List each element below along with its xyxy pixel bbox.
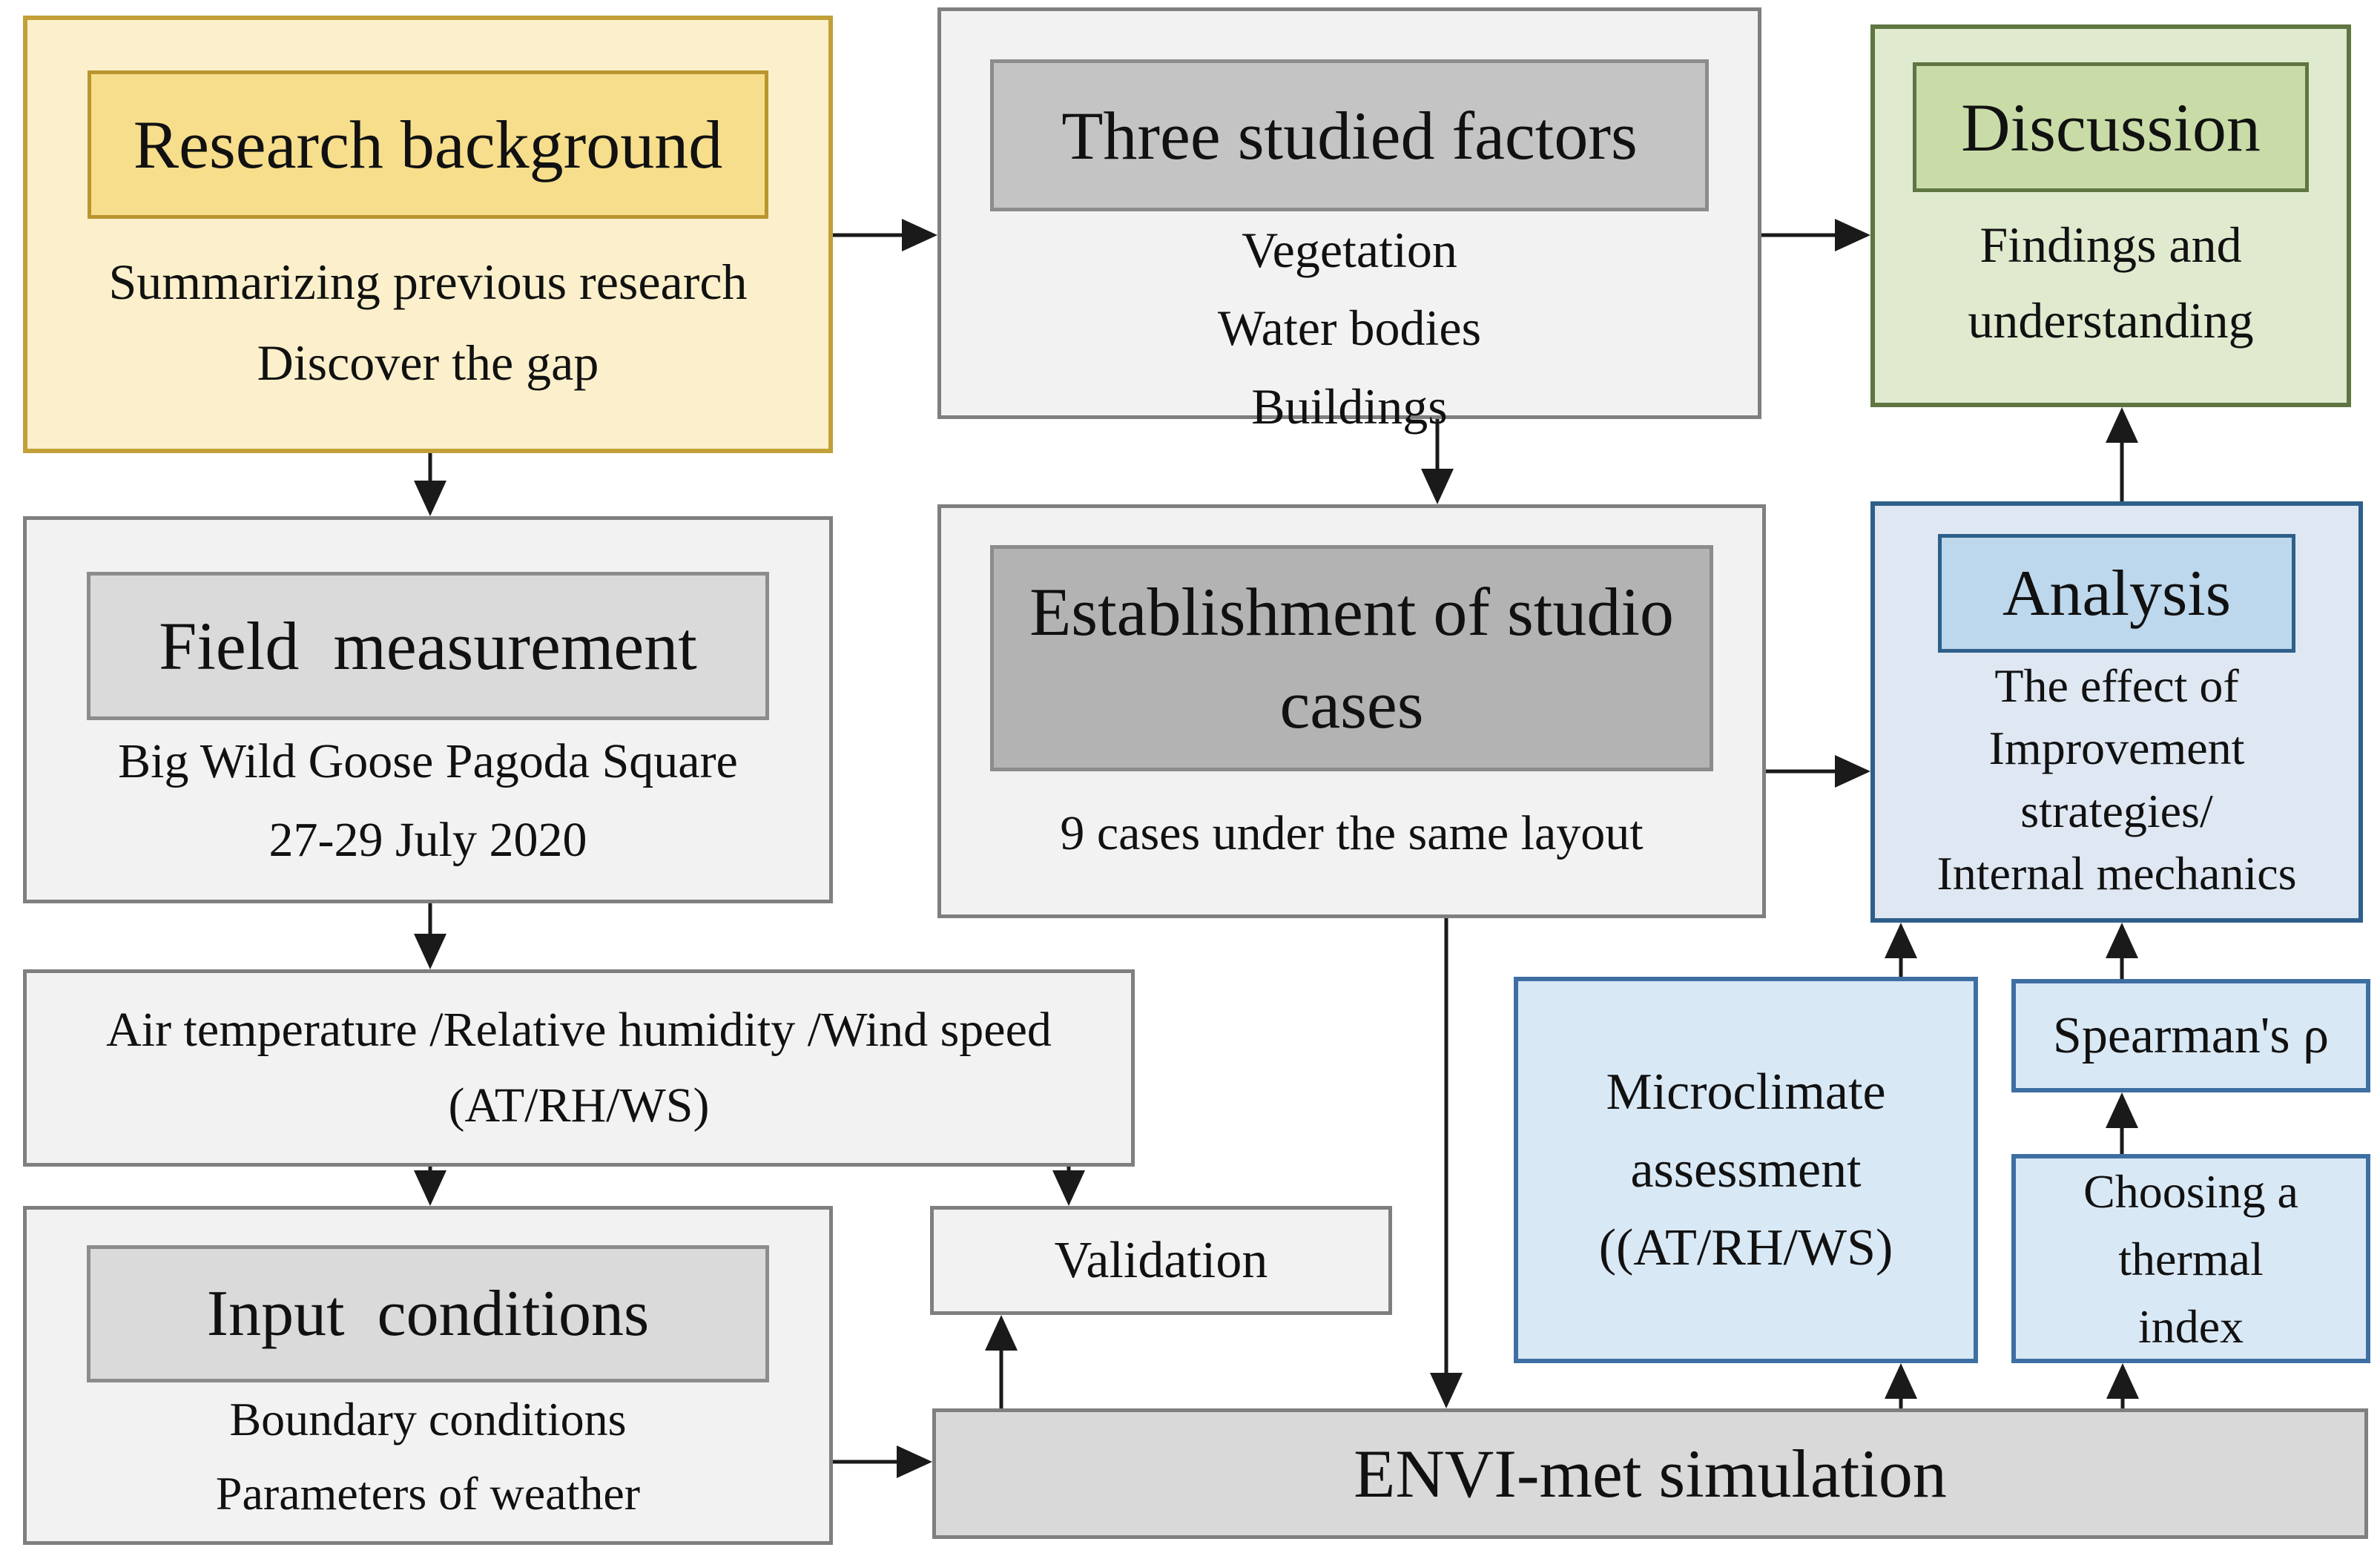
box-field-measurement-title: Field measurement: [87, 572, 769, 720]
arrow-at-rh-ws-to-input-conditions: [414, 1167, 446, 1206]
box-field-measurement: Field measurement Big Wild Goose Pagoda …: [23, 516, 833, 903]
box-three-studied-factors-body: Vegetation Water bodies Buildings: [1217, 222, 1482, 435]
box-validation-body: Validation: [1054, 1231, 1268, 1289]
box-analysis-body: The effect of Improvement strategies/ In…: [1936, 659, 2297, 900]
arrow-envi-met-simulation-to-choosing-thermal-index: [2106, 1363, 2139, 1408]
box-establishment-of-studio-cases: Establishment of studio cases 9 cases un…: [937, 504, 1766, 918]
box-validation: Validation: [930, 1206, 1392, 1315]
box-microclimate-assessment-body: Microclimate assessment ((AT/RH/WS): [1598, 1064, 1893, 1276]
box-input-conditions-body: Boundary conditions Parameters of weathe…: [215, 1393, 641, 1520]
box-three-studied-factors: Three studied factors Vegetation Water b…: [937, 7, 1761, 435]
box-spearmans-rho: Spearman's ρ: [2011, 979, 2370, 1092]
arrow-establishment-of-studio-cases-to-envi-met-simulation: [1430, 918, 1463, 1408]
arrow-research-background-to-three-studied-factors: [833, 219, 937, 251]
box-establishment-of-studio-cases-title: Establishment of studio cases: [990, 545, 1713, 771]
box-choosing-thermal-index: Choosing a thermal index: [2011, 1154, 2370, 1363]
box-envi-met-simulation: ENVI-met simulation: [932, 1408, 2368, 1539]
box-input-conditions: Input conditions Boundary conditions Par…: [23, 1206, 833, 1545]
box-choosing-thermal-index-body: Choosing a thermal index: [2083, 1165, 2298, 1353]
arrow-three-studied-factors-to-discussion: [1761, 219, 1870, 251]
arrow-spearmans-rho-to-analysis: [2106, 923, 2138, 979]
box-discussion-title: Discussion: [1912, 62, 2310, 192]
box-discussion: Discussion Findings and understanding: [1870, 24, 2351, 407]
arrow-field-measurement-to-at-rh-ws: [414, 903, 446, 969]
box-field-measurement-body: Big Wild Goose Pagoda Square 27-29 July …: [118, 734, 738, 867]
arrow-research-background-to-field-measurement: [414, 453, 446, 516]
box-discussion-body: Findings and understanding: [1968, 217, 2254, 349]
box-research-background: Research background Summarizing previous…: [23, 16, 833, 453]
box-three-studied-factors-title: Three studied factors: [990, 59, 1709, 211]
box-analysis: Analysis The effect of Improvement strat…: [1870, 501, 2363, 923]
box-input-conditions-title: Input conditions: [87, 1245, 769, 1382]
arrow-input-conditions-to-envi-met-simulation: [833, 1445, 932, 1478]
box-analysis-title: Analysis: [1937, 534, 2296, 653]
arrow-establishment-of-studio-cases-to-analysis: [1766, 755, 1870, 788]
arrow-choosing-thermal-index-to-spearmans-rho: [2106, 1092, 2138, 1154]
box-at-rh-ws: Air temperature /Relative humidity /Wind…: [23, 969, 1135, 1167]
box-establishment-of-studio-cases-body: 9 cases under the same layout: [1060, 806, 1644, 860]
arrow-envi-met-simulation-to-microclimate-assessment: [1885, 1363, 1917, 1408]
box-research-background-title: Research background: [88, 70, 768, 219]
box-spearmans-rho-body: Spearman's ρ: [2052, 1006, 2330, 1064]
arrow-analysis-to-discussion: [2106, 407, 2138, 501]
box-research-background-body: Summarizing previous research Discover t…: [108, 254, 748, 391]
arrow-at-rh-ws-to-validation: [1052, 1167, 1085, 1206]
box-envi-met-simulation-body: ENVI-met simulation: [1354, 1436, 1947, 1512]
box-at-rh-ws-body: Air temperature /Relative humidity /Wind…: [106, 1002, 1052, 1133]
arrow-envi-met-simulation-to-validation: [985, 1315, 1018, 1408]
arrow-microclimate-assessment-to-analysis: [1885, 923, 1917, 977]
box-microclimate-assessment: Microclimate assessment ((AT/RH/WS): [1514, 977, 1978, 1363]
